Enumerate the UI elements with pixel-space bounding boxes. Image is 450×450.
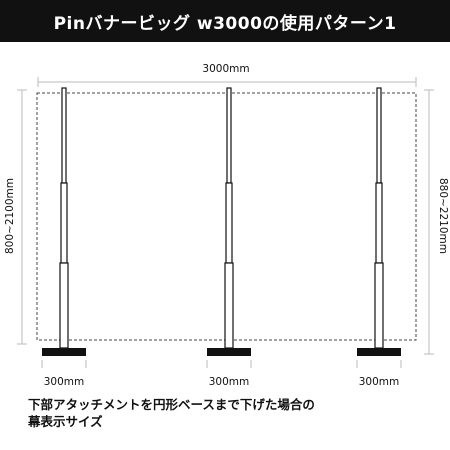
left-height-label: 800~2100mm xyxy=(4,178,16,254)
base-right-label: 300mm xyxy=(359,376,400,388)
base-center-label: 300mm xyxy=(209,376,250,388)
right-height-dimension xyxy=(424,89,434,355)
base-right-plate xyxy=(357,348,401,356)
base-left-plate xyxy=(42,348,86,356)
caption-line-1: 下部アタッチメントを円形ベースまで下げた場合の xyxy=(28,397,315,412)
caption-line-2: 幕表示サイズ xyxy=(28,414,103,429)
right-height-label: 880~2210mm xyxy=(437,178,449,254)
base-center-plate xyxy=(207,348,251,356)
left-height-dimension xyxy=(17,89,27,345)
banner-diagram: 3000mm 800~2100mm 880~2210mm xyxy=(4,63,449,388)
title-bar: Pinバナービッグ w3000の使用パターン1 xyxy=(0,0,450,42)
pole-center xyxy=(207,87,251,356)
width-dimension xyxy=(37,77,417,87)
width-label: 3000mm xyxy=(202,63,249,75)
pole-right xyxy=(357,87,401,356)
base-dimension-ticks xyxy=(41,360,402,368)
page-title: Pinバナービッグ w3000の使用パターン1 xyxy=(53,13,397,34)
pole-left xyxy=(42,87,86,356)
base-left-label: 300mm xyxy=(44,376,85,388)
caption: 下部アタッチメントを円形ベースまで下げた場合の 幕表示サイズ xyxy=(28,396,428,430)
